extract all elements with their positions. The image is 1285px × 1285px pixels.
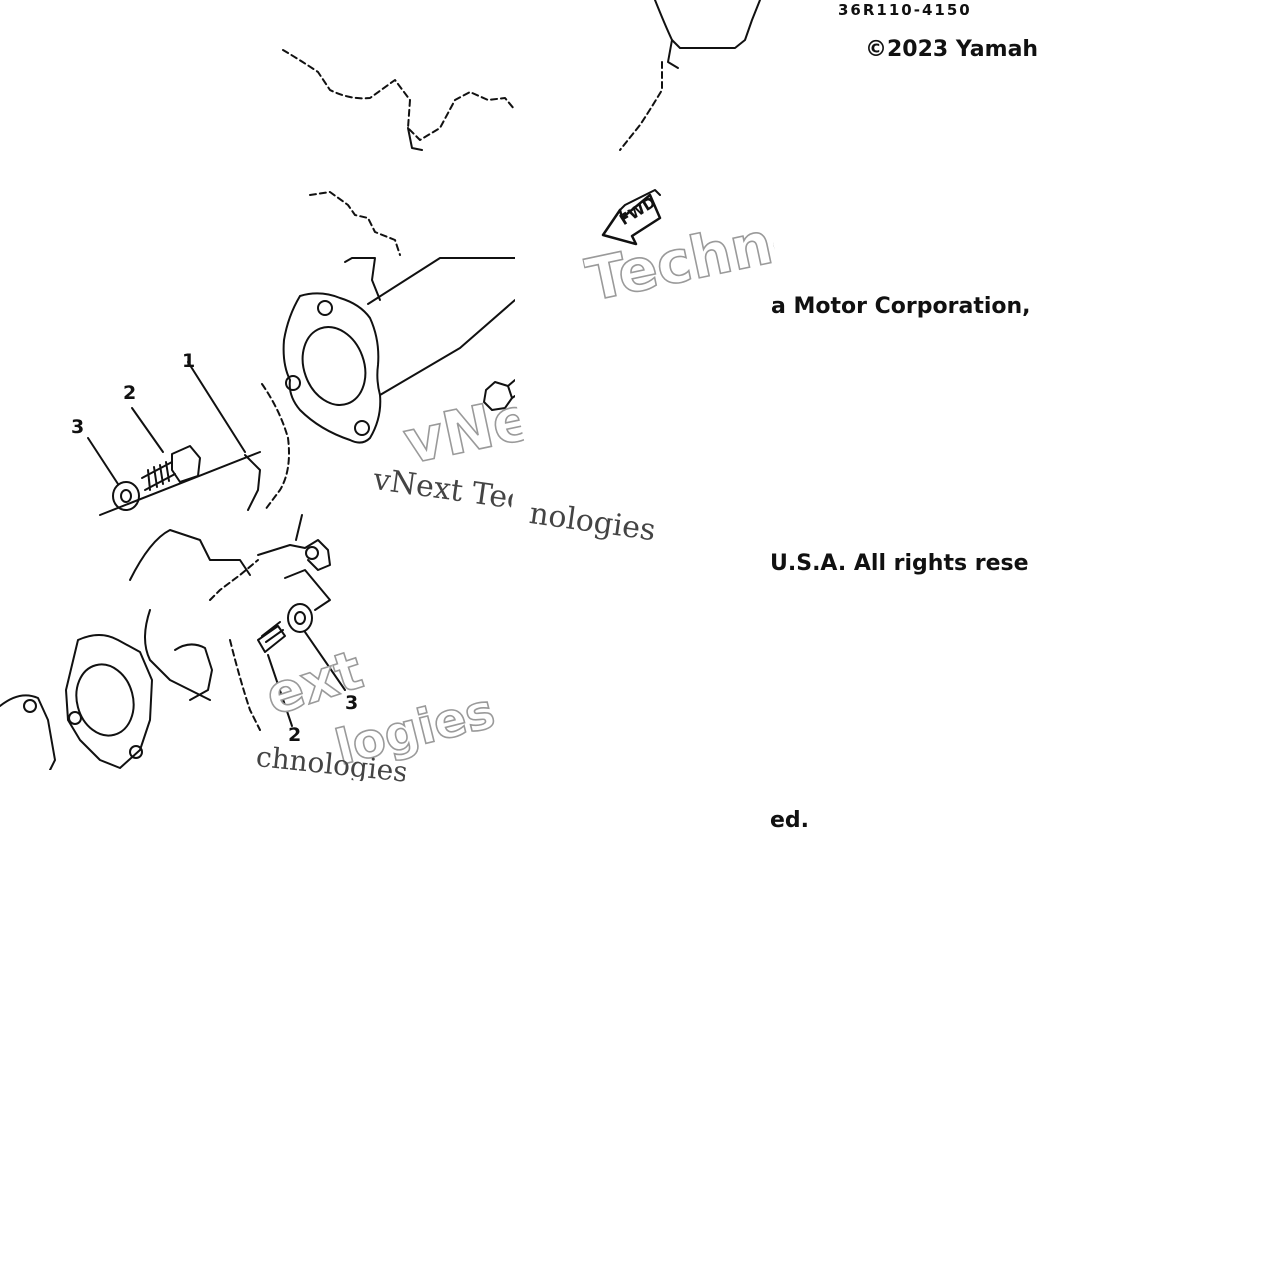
flange-hole-2 <box>285 375 301 391</box>
copyright-segment-3: U.S.A. All rights reserv <box>770 551 1030 576</box>
lower-bracket <box>257 539 331 571</box>
exhaust-pipe-upper <box>367 257 516 305</box>
housing-side <box>309 191 401 256</box>
washer-3 <box>112 481 140 511</box>
crankcase-curve <box>654 0 761 49</box>
crankcase-joint <box>667 39 679 69</box>
washer-3b <box>287 603 313 633</box>
leader-2b <box>267 654 293 727</box>
fwd-arrow <box>601 189 662 246</box>
stud-2 <box>257 621 286 653</box>
callout-2: 2 <box>123 382 137 404</box>
callout-2b: 2 <box>288 724 302 746</box>
tile-gap-4 <box>1030 0 1285 1285</box>
copyright-segment-2: a Motor Corporation, U <box>771 294 1030 319</box>
pipe-top-edge <box>344 257 381 301</box>
exhaust-pipe-lower <box>379 299 516 396</box>
copyright-segment-4: ed. <box>770 808 810 833</box>
lower-flange-bore <box>75 663 135 737</box>
tile-gap-1 <box>515 255 770 770</box>
leader-1 <box>187 361 246 453</box>
callout-3: 3 <box>71 416 85 438</box>
crankcase-curve-2 <box>619 61 663 151</box>
flange-hole-1 <box>317 300 333 316</box>
engine-housing-outline <box>282 49 516 141</box>
bolt-2-thread <box>141 461 176 491</box>
leader-2 <box>131 407 164 453</box>
callout-1: 1 <box>182 350 196 372</box>
part-code: 36R110-4150 <box>838 1 972 19</box>
pipe-lower-edge <box>99 451 261 516</box>
leader-3b <box>304 631 346 691</box>
flange-hole-3 <box>354 420 370 436</box>
flange-outline <box>282 292 382 444</box>
lower-flange <box>65 634 153 769</box>
leader-3 <box>87 437 119 485</box>
copyright-segment-1: ©2023 Yamah <box>865 37 1039 62</box>
tile-gap-3 <box>0 770 770 1285</box>
bolt-right <box>483 381 513 411</box>
engine-housing-lower <box>407 127 423 151</box>
callout-3b: 3 <box>345 692 359 714</box>
left-gasket <box>0 694 56 771</box>
lower-housing <box>129 529 251 581</box>
flange-bore <box>301 326 367 406</box>
